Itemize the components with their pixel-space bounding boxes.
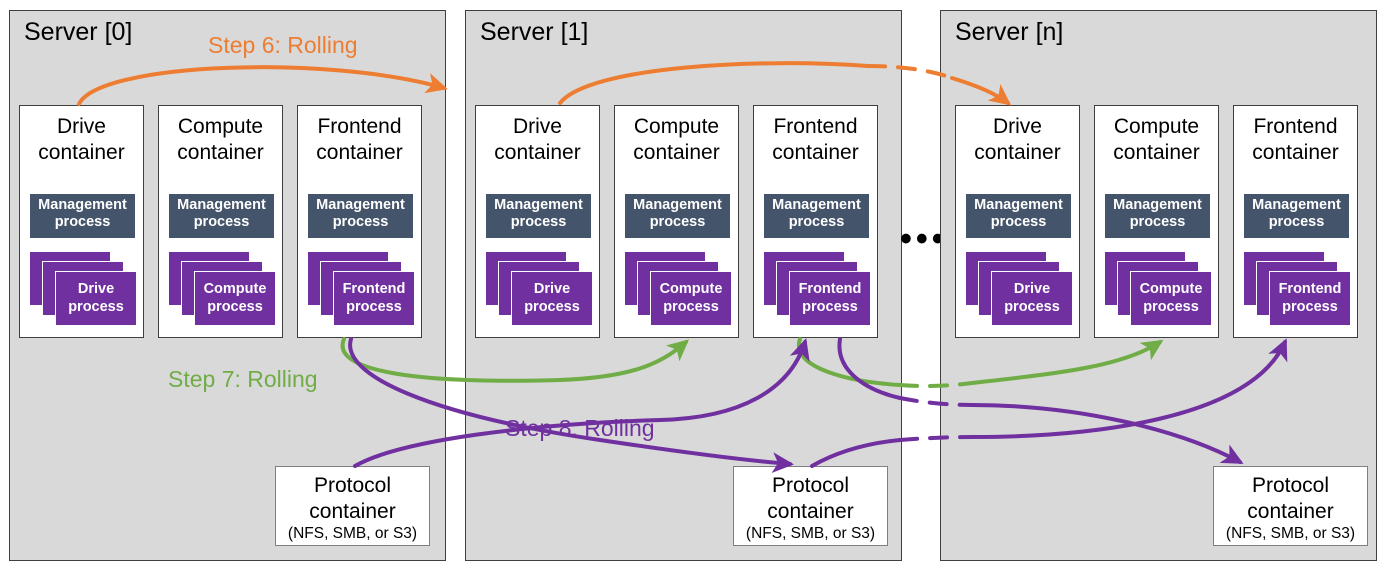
server-title-n: Server [n] [955, 18, 1064, 46]
protocol-subtitle: (NFS, SMB, or S3) [1225, 525, 1356, 543]
step-label-8: Step 8: Rolling [505, 415, 655, 441]
protocol-subtitle: (NFS, SMB, or S3) [745, 525, 876, 543]
ellipsis-indicator: ••• [900, 220, 948, 258]
step-label-6: Step 6: Rolling [208, 32, 358, 58]
step-label-7: Step 7: Rolling [168, 366, 318, 392]
protocol-subtitle: (NFS, SMB, or S3) [287, 525, 418, 543]
server-title-1: Server [1] [480, 18, 589, 46]
server-title-0: Server [0] [24, 18, 133, 46]
